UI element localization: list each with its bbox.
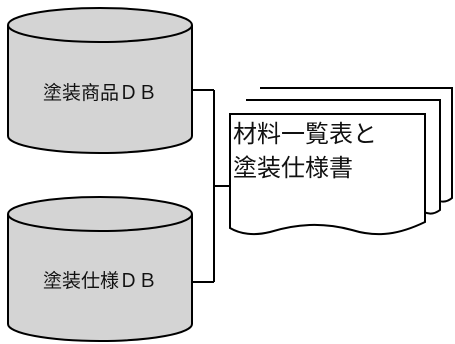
database-spec-label: 塗装仕様ＤＢ (43, 269, 157, 292)
document-title-line2: 塗装仕様書 (233, 154, 353, 182)
document-sheet-front (229, 113, 426, 236)
database-spec-cylinder: 塗装仕様ＤＢ (7, 196, 193, 342)
database-product-label: 塗装商品ＤＢ (43, 81, 157, 104)
document-title-line1: 材料一覧表と (233, 120, 377, 148)
database-product-top (7, 7, 193, 43)
document-stack: 材料一覧表と 塗装仕様書 (229, 87, 453, 236)
database-spec-top (7, 196, 193, 232)
database-spec-body (7, 214, 193, 342)
database-product-body (7, 25, 193, 154)
database-product-cylinder: 塗装商品ＤＢ (7, 7, 193, 154)
connector-bracket (192, 89, 230, 283)
